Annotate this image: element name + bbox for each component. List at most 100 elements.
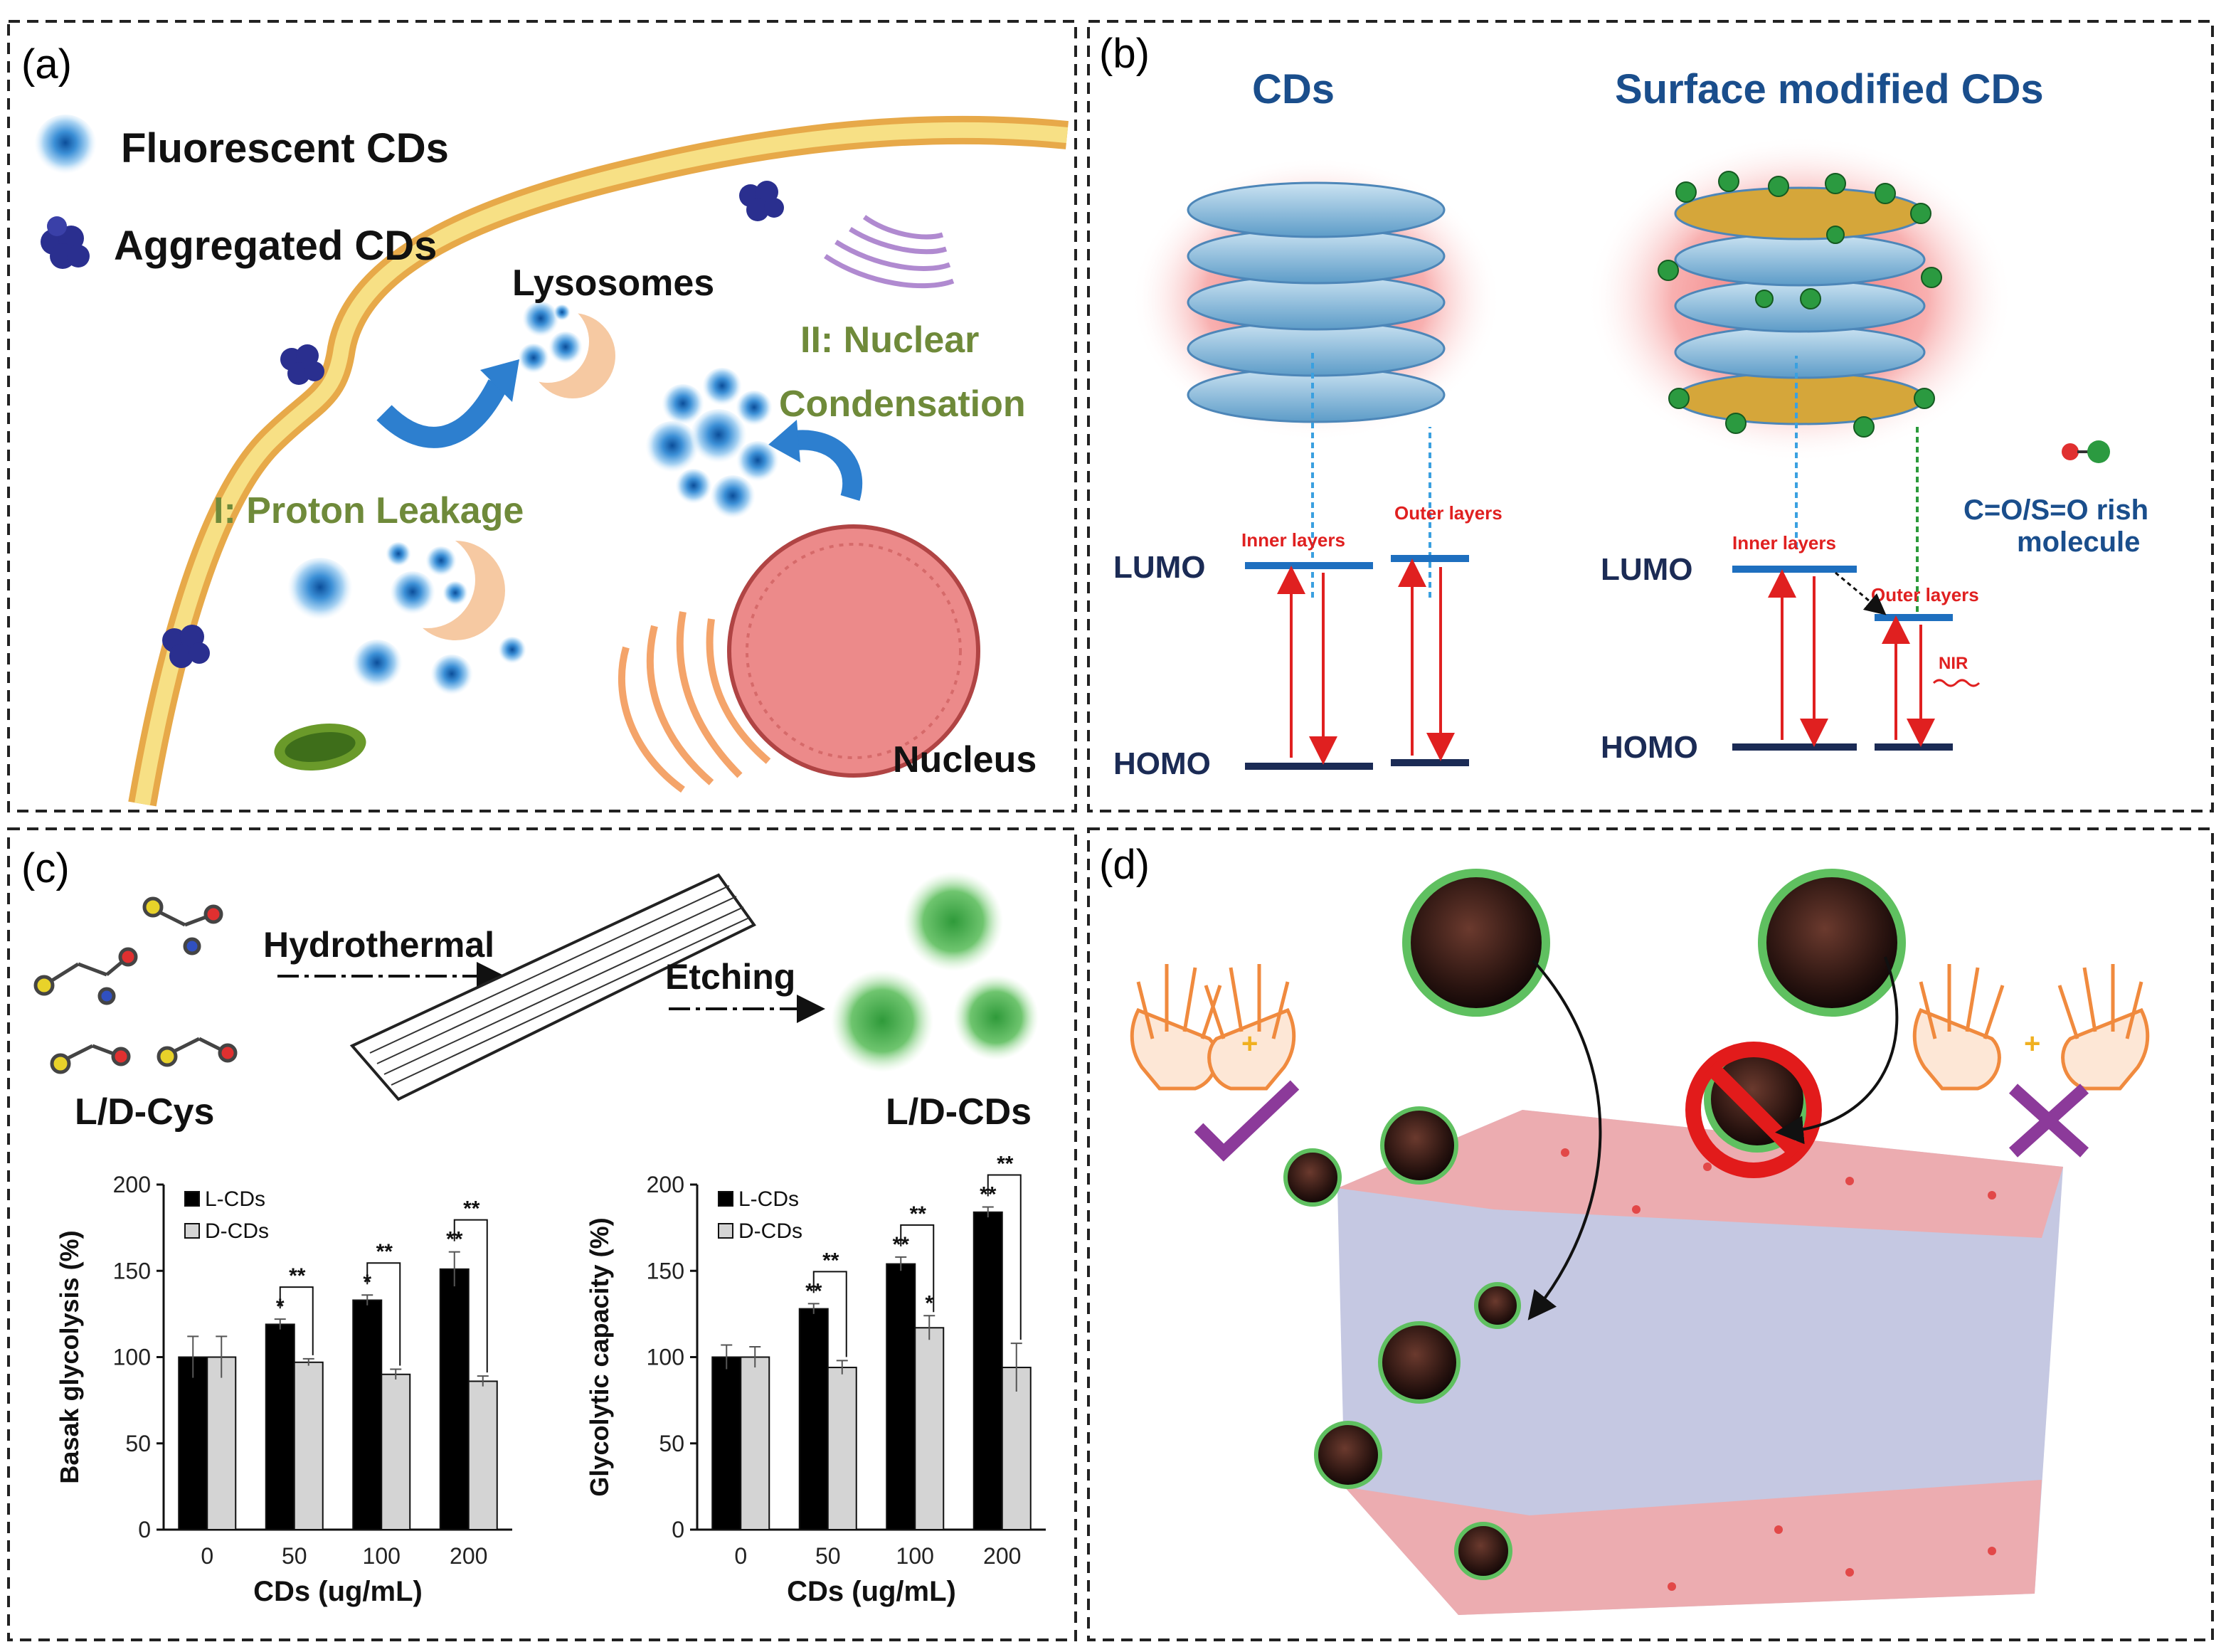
hand-right-icon (2057, 964, 2150, 1091)
molecule-label-1: C=O/S=O rish (1963, 494, 2148, 526)
x-axis-label: CDs (ug/mL) (787, 1576, 956, 1607)
bar (711, 1356, 742, 1530)
y-axis-label: Basak glycolysis (%) (55, 1230, 84, 1483)
bar (381, 1373, 411, 1530)
legend-swatch (718, 1191, 733, 1207)
small-cd-particle (1474, 1282, 1521, 1329)
prohibited-icon (1685, 1042, 1822, 1178)
green-cd (903, 872, 1003, 971)
surface-modified-title: Surface modified CDs (1615, 66, 2044, 112)
plus-icon: + (1241, 1028, 1258, 1059)
legend-label: L-CDs (738, 1187, 799, 1211)
significance-label: ** (463, 1197, 480, 1221)
x-tick-label: 0 (734, 1543, 747, 1569)
transport-arrow-icon (376, 379, 508, 448)
inner-layers-right: Inner layers (1732, 532, 1836, 554)
etching-label: Etching (665, 957, 795, 997)
checkmark-icon (1194, 1080, 1300, 1162)
arrow-head-icon (480, 359, 519, 402)
fluorescent-cd-cluster (645, 368, 779, 521)
panel-b-label: (b) (1099, 31, 1150, 77)
legend-label: L-CDs (205, 1187, 265, 1211)
endoplasmic-reticulum (618, 611, 771, 793)
bar (352, 1299, 383, 1530)
fluorescent-cd-icon (34, 115, 97, 177)
cd-layer-stack (1187, 181, 1446, 423)
hand-left-icon (1130, 964, 1222, 1091)
lysosome (507, 300, 615, 398)
ld-cys-label: L/D-Cys (75, 1091, 214, 1133)
aggregated-cd-icon (41, 216, 90, 269)
golgi-apparatus (824, 215, 955, 289)
lumo-label-left: LUMO (1113, 550, 1206, 585)
cysteine-molecules (33, 896, 238, 1074)
y-tick-label: 50 (125, 1431, 151, 1456)
hydrothermal-label: Hydrothermal (263, 925, 494, 965)
legend-label: D-CDs (205, 1219, 269, 1243)
aggregated-cd-cluster (162, 625, 210, 668)
lumo-label-right: LUMO (1601, 552, 1693, 587)
significance-label: ** (822, 1249, 839, 1272)
x-tick-label: 0 (201, 1543, 213, 1569)
significance-bracket (366, 1262, 401, 1366)
significance-bracket (812, 1271, 847, 1357)
aggregated-cd-cluster (280, 344, 324, 385)
significance-label: * (925, 1291, 933, 1315)
small-cd-particle (1380, 1106, 1458, 1185)
nucleus (727, 524, 980, 778)
d-cd-particle (1758, 869, 1906, 1017)
cds-title: CDs (1252, 66, 1335, 112)
lysosome (378, 531, 505, 640)
small-cd-particle (1283, 1148, 1342, 1207)
small-cd-particle (1454, 1522, 1512, 1580)
ld-cds-label: L/D-CDs (886, 1091, 1032, 1133)
x-tick-label: 200 (983, 1543, 1021, 1569)
bar (886, 1263, 916, 1531)
y-tick-label: 0 (672, 1517, 684, 1542)
significance-bracket (453, 1219, 488, 1373)
bar (798, 1308, 829, 1530)
cross-icon (2008, 1084, 2089, 1158)
legend-swatch (718, 1223, 733, 1239)
significance-label: ** (376, 1240, 393, 1264)
panel-a: (a) Fluorescent CDs Aggregated CDs (21, 41, 1069, 807)
x-axis-label: CDs (ug/mL) (253, 1576, 423, 1607)
oxygen-atom-icon (2062, 443, 2079, 460)
nuclear-condensation-label-1: II: Nuclear (800, 319, 979, 361)
significance-bracket (900, 1224, 935, 1313)
bar (439, 1268, 470, 1530)
panel-a-label: (a) (21, 41, 72, 88)
y-axis-label: Glycolytic capacity (%) (585, 1217, 614, 1496)
small-cd-particle (1378, 1321, 1461, 1404)
green-cd (831, 970, 933, 1072)
y-tick-label: 150 (113, 1258, 151, 1283)
proton-leakage-label: I: Proton Leakage (213, 490, 524, 531)
significance-bracket (987, 1174, 1022, 1340)
nuclear-condensation-label-2: Condensation (779, 383, 1026, 425)
legend-fluorescent: Fluorescent CDs (121, 125, 449, 171)
cell-membrane-inner (134, 122, 1069, 805)
x-tick-label: 200 (450, 1543, 487, 1569)
y-tick-label: 100 (647, 1345, 684, 1370)
significance-bracket (279, 1286, 314, 1355)
panel-b-border (1087, 20, 2214, 812)
panel-b: (b) CDs Surface modified CDs (1099, 31, 2148, 781)
x-tick-label: 100 (363, 1543, 401, 1569)
y-tick-label: 0 (138, 1517, 151, 1542)
fluorescent-cd-cluster (287, 542, 526, 697)
hand-left-icon (1912, 964, 2005, 1091)
bar (206, 1356, 237, 1530)
legend-label: D-CDs (738, 1219, 802, 1243)
y-tick-label: 200 (113, 1172, 151, 1197)
legend-swatch (184, 1191, 200, 1207)
significance-label: ** (997, 1153, 1014, 1176)
bar (293, 1361, 324, 1531)
bar (972, 1211, 1003, 1531)
green-cd (953, 975, 1039, 1060)
panel-c: (c) L/D-Cys Hydrothermal Etching L/D- (21, 845, 1046, 1607)
blocked-arrow (1775, 956, 1899, 1145)
nir-label: NIR (1939, 654, 1968, 673)
y-tick-label: 50 (659, 1431, 684, 1456)
